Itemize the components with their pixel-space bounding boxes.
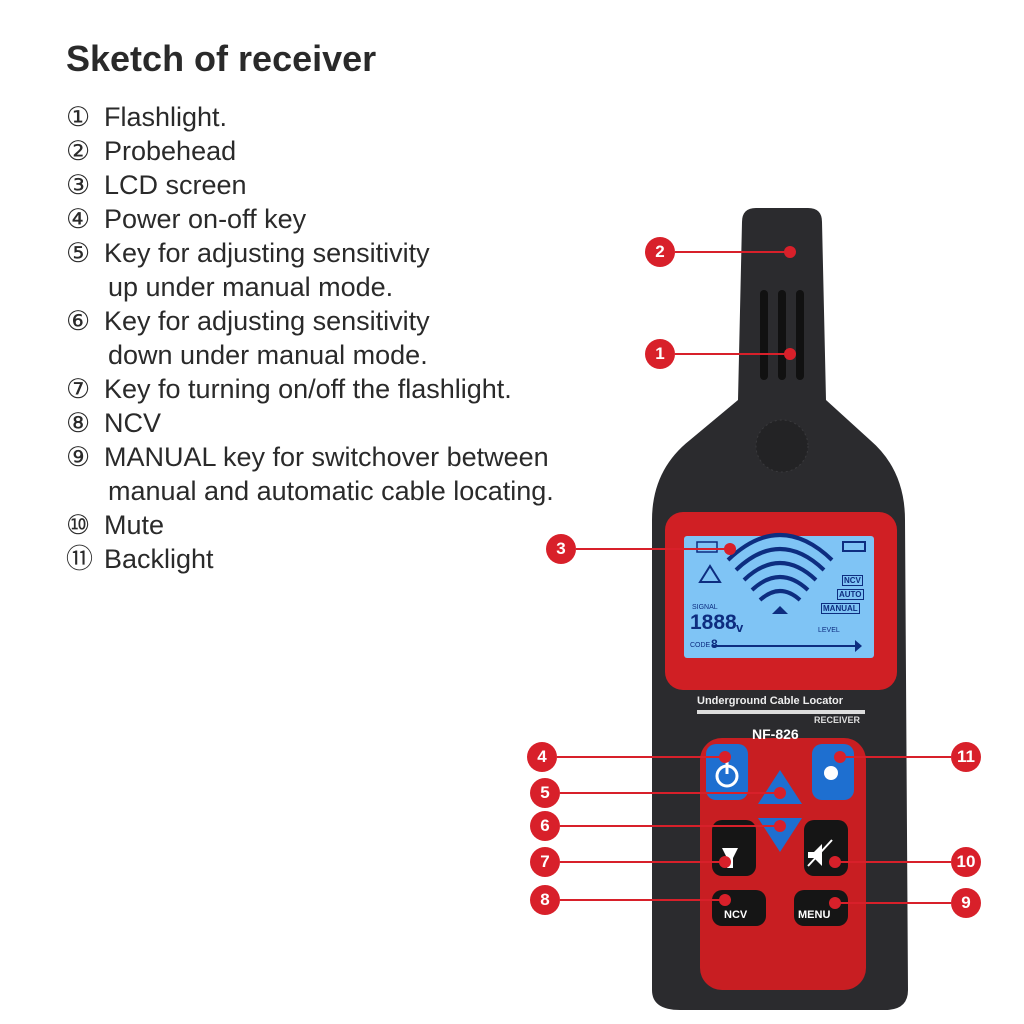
item-text: Backlight — [104, 544, 214, 574]
item-text: manual and automatic cable locating. — [108, 476, 554, 506]
item-text: down under manual mode. — [108, 340, 428, 370]
lcd-auto: AUTO — [837, 589, 864, 600]
item-number: ② — [66, 136, 91, 166]
list-item: ⑩ Mute — [66, 508, 554, 542]
mute-key[interactable] — [804, 820, 848, 876]
item-text: Key for adjusting sensitivity — [104, 238, 430, 268]
item-text: LCD screen — [104, 170, 247, 200]
callout-2: 2 — [645, 237, 675, 267]
item-number: ⑥ — [66, 306, 91, 336]
ncv-key-label: NCV — [724, 909, 748, 921]
list-item: ① Flashlight. — [66, 100, 554, 134]
callout-lines — [557, 251, 951, 904]
item-number: ⑦ — [66, 374, 91, 404]
item-text: Key fo turning on/off the flashlight. — [104, 374, 512, 404]
item-text: MANUAL key for switchover between — [104, 442, 549, 472]
list-item: up under manual mode. — [66, 270, 554, 304]
lcd-code-label: CODE — [690, 642, 711, 649]
callout-1: 1 — [645, 339, 675, 369]
list-item: ⑤ Key for adjusting sensitivity — [66, 236, 554, 270]
item-text: NCV — [104, 408, 162, 438]
item-number: ③ — [66, 170, 91, 200]
callout-3: 3 — [546, 534, 576, 564]
callout-4: 4 — [527, 742, 557, 772]
item-number: ① — [66, 102, 91, 132]
item-text: Key for adjusting sensitivity — [104, 306, 430, 336]
menu-key-label: MENU — [798, 909, 831, 921]
callout-9: 9 — [951, 888, 981, 918]
list-item: ⑧ NCV — [66, 406, 554, 440]
list-item: ③ LCD screen — [66, 168, 554, 202]
item-number: ④ — [66, 204, 91, 234]
list-item: ⑨ MANUAL key for switchover between — [66, 440, 554, 474]
product-label: Underground Cable Locator — [697, 695, 844, 707]
list-item: down under manual mode. — [66, 338, 554, 372]
battery-icon — [842, 541, 866, 552]
lcd-code-value: 8 — [711, 637, 718, 651]
lcd-signal-label: SIGNAL — [692, 604, 718, 611]
item-text: Mute — [104, 510, 165, 540]
item-number: ⑧ — [66, 408, 91, 438]
model-label: NF-826 — [752, 726, 799, 742]
level-bar — [712, 640, 862, 652]
list-item: ② Probehead — [66, 134, 554, 168]
lcd-screen — [684, 536, 874, 658]
callout-11: 11 — [951, 742, 981, 772]
lcd-ncv: NCV — [842, 575, 863, 586]
callout-5: 5 — [530, 778, 560, 808]
signal-waves-icon — [726, 533, 834, 602]
warning-icon — [698, 564, 722, 583]
lcd-unit: v — [736, 620, 744, 635]
item-text: Power on-off key — [104, 204, 307, 234]
item-number: ⑨ — [66, 442, 91, 472]
receiver-label: RECEIVER — [814, 715, 861, 725]
list-item: ⑦ Key fo turning on/off the flashlight. — [66, 372, 554, 406]
item-number: ⑪ — [66, 544, 93, 574]
lcd-level-label: LEVEL — [818, 627, 840, 634]
item-number: ⑤ — [66, 238, 91, 268]
list-item: manual and automatic cable locating. — [66, 474, 554, 508]
callout-7: 7 — [530, 847, 560, 877]
lcd-manual: MANUAL — [821, 603, 860, 614]
page-title: Sketch of receiver — [66, 38, 377, 79]
list-item: ⑪ Backlight — [66, 542, 554, 576]
speaker-grille — [755, 419, 809, 473]
callout-8: 8 — [530, 885, 560, 915]
lcd-reading: 1888 — [690, 611, 737, 634]
item-text: Flashlight. — [104, 102, 228, 132]
callout-10: 10 — [951, 847, 981, 877]
item-number: ⑩ — [66, 510, 91, 540]
parts-list: ① Flashlight. ② Probehead ③ LCD screen ④ Power … — [66, 100, 554, 576]
item-text: up under manual mode. — [108, 272, 394, 302]
flashlight-slots — [760, 290, 804, 380]
item-text: Probehead — [104, 136, 237, 166]
list-item: ⑥ Key for adjusting sensitivity — [66, 304, 554, 338]
list-item: ④ Power on-off key — [66, 202, 554, 236]
callout-6: 6 — [530, 811, 560, 841]
keypad-panel — [700, 738, 866, 990]
